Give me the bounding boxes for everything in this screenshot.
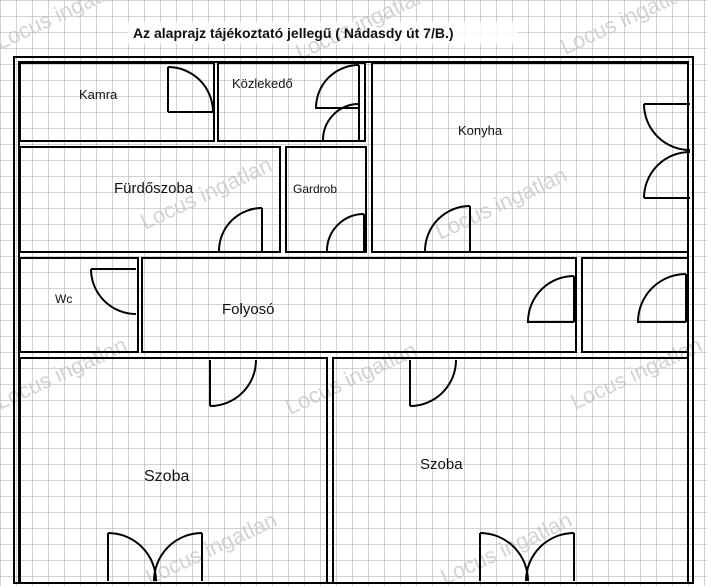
wc-walls <box>19 257 139 353</box>
door-szoba-right-top <box>409 359 457 407</box>
door-folyoso-east <box>526 275 575 323</box>
gardrob-walls <box>285 146 367 253</box>
room-label-kozlekedo: Közlekedő <box>232 76 293 91</box>
kamra-walls <box>19 62 215 142</box>
door-kamra <box>167 66 215 113</box>
szoba-left-walls <box>19 357 328 584</box>
room-label-kamra: Kamra <box>79 87 118 102</box>
door-konyha-lower <box>643 151 691 199</box>
room-label-konyha: Konyha <box>458 123 503 138</box>
room-label-szoba-left: Szoba <box>144 468 189 485</box>
door-szoba-left-top <box>209 359 257 407</box>
side-room-walls <box>581 257 689 353</box>
door-side-room <box>636 273 687 323</box>
door-wc <box>90 268 137 315</box>
room-label-folyoso: Folyosó <box>222 301 275 318</box>
door-swings <box>90 64 691 582</box>
door-furdoszoba <box>218 207 263 252</box>
room-label-furdoszoba: Fürdőszoba <box>114 180 194 197</box>
plan-title: Az alaprajz tájékoztató jellegű ( Nádasd… <box>133 25 454 41</box>
room-label-szoba-right: Szoba <box>420 456 463 473</box>
szoba-right-walls <box>332 357 689 584</box>
walls <box>13 56 694 584</box>
door-kozlekedo-top <box>314 64 360 109</box>
door-gardrob <box>326 213 365 252</box>
folyoso-walls <box>141 257 577 353</box>
door-kozlekedo-bottom <box>322 103 360 141</box>
room-label-wc: Wc <box>55 292 72 306</box>
title-backdrop <box>128 22 518 44</box>
room-label-gardrob: Gardrob <box>293 182 337 196</box>
door-szoba-right-bottom-b <box>525 532 575 582</box>
door-konyha-bottom <box>424 205 471 252</box>
door-konyha-upper <box>643 103 691 151</box>
konyha-walls <box>371 62 689 253</box>
door-szoba-left-bottom-b <box>153 532 203 582</box>
furdoszoba-walls <box>19 146 281 253</box>
kozlekedo-walls <box>217 62 366 142</box>
